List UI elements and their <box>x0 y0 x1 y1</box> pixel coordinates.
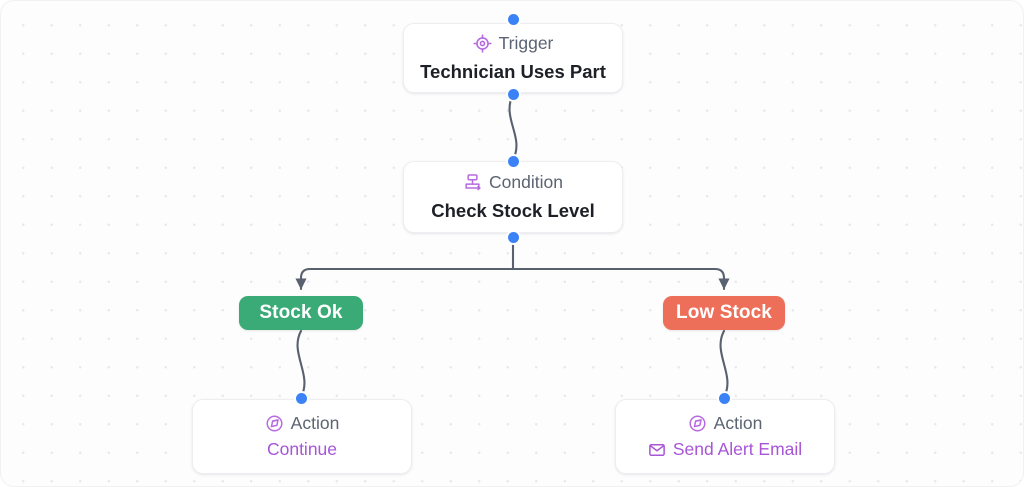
node-action-email-kind-row: Action <box>688 412 763 433</box>
branch-badge-low-stock[interactable]: Low Stock <box>663 296 785 330</box>
edge-condition-to-low-stock <box>511 267 730 291</box>
pointer-in-circle-icon <box>265 414 284 433</box>
node-condition-kind-label: Condition <box>489 171 563 192</box>
handle-trigger-top[interactable] <box>507 13 519 25</box>
handle-trigger-bottom[interactable] <box>507 88 519 100</box>
node-action-continue[interactable]: Action Continue <box>192 399 412 474</box>
edge-condition-to-stock-ok <box>295 267 515 291</box>
edge-stock-ok-to-continue <box>296 329 306 399</box>
node-condition-title: Check Stock Level <box>431 199 595 221</box>
node-action-email-kind-label: Action <box>713 412 763 433</box>
branch-badge-stock-ok[interactable]: Stock Ok <box>239 296 363 330</box>
edge-trigger-to-condition <box>508 92 518 162</box>
crosshair-target-icon <box>472 34 492 53</box>
node-action-email[interactable]: Action Send Alert Email <box>615 399 835 474</box>
node-action-continue-title: Continue <box>266 438 338 459</box>
node-trigger-kind-label: Trigger <box>498 32 554 53</box>
node-condition[interactable]: Condition Check Stock Level <box>403 161 623 233</box>
node-trigger[interactable]: Trigger Technician Uses Part <box>403 23 623 93</box>
node-action-continue-kind-label: Action <box>290 412 340 433</box>
edge-low-stock-to-email <box>719 329 729 399</box>
handle-action-continue-top[interactable] <box>295 392 307 404</box>
node-action-email-title-row: Send Alert Email <box>648 438 803 459</box>
node-action-email-title: Send Alert Email <box>672 438 803 459</box>
node-trigger-title: Technician Uses Part <box>420 60 606 82</box>
pointer-in-circle-icon <box>688 414 707 433</box>
branch-split-icon <box>463 173 482 192</box>
handle-condition-top[interactable] <box>507 155 519 167</box>
node-action-continue-kind-row: Action <box>265 412 340 433</box>
branch-badge-low-stock-label: Low Stock <box>676 302 772 323</box>
node-condition-kind-row: Condition <box>463 173 563 192</box>
branch-badge-stock-ok-label: Stock Ok <box>259 302 343 323</box>
envelope-mail-icon <box>648 441 666 459</box>
node-trigger-kind-row: Trigger <box>472 32 554 53</box>
handle-action-email-top[interactable] <box>718 392 730 404</box>
handle-condition-bottom[interactable] <box>507 231 519 243</box>
node-action-continue-title-row: Continue <box>266 438 338 459</box>
